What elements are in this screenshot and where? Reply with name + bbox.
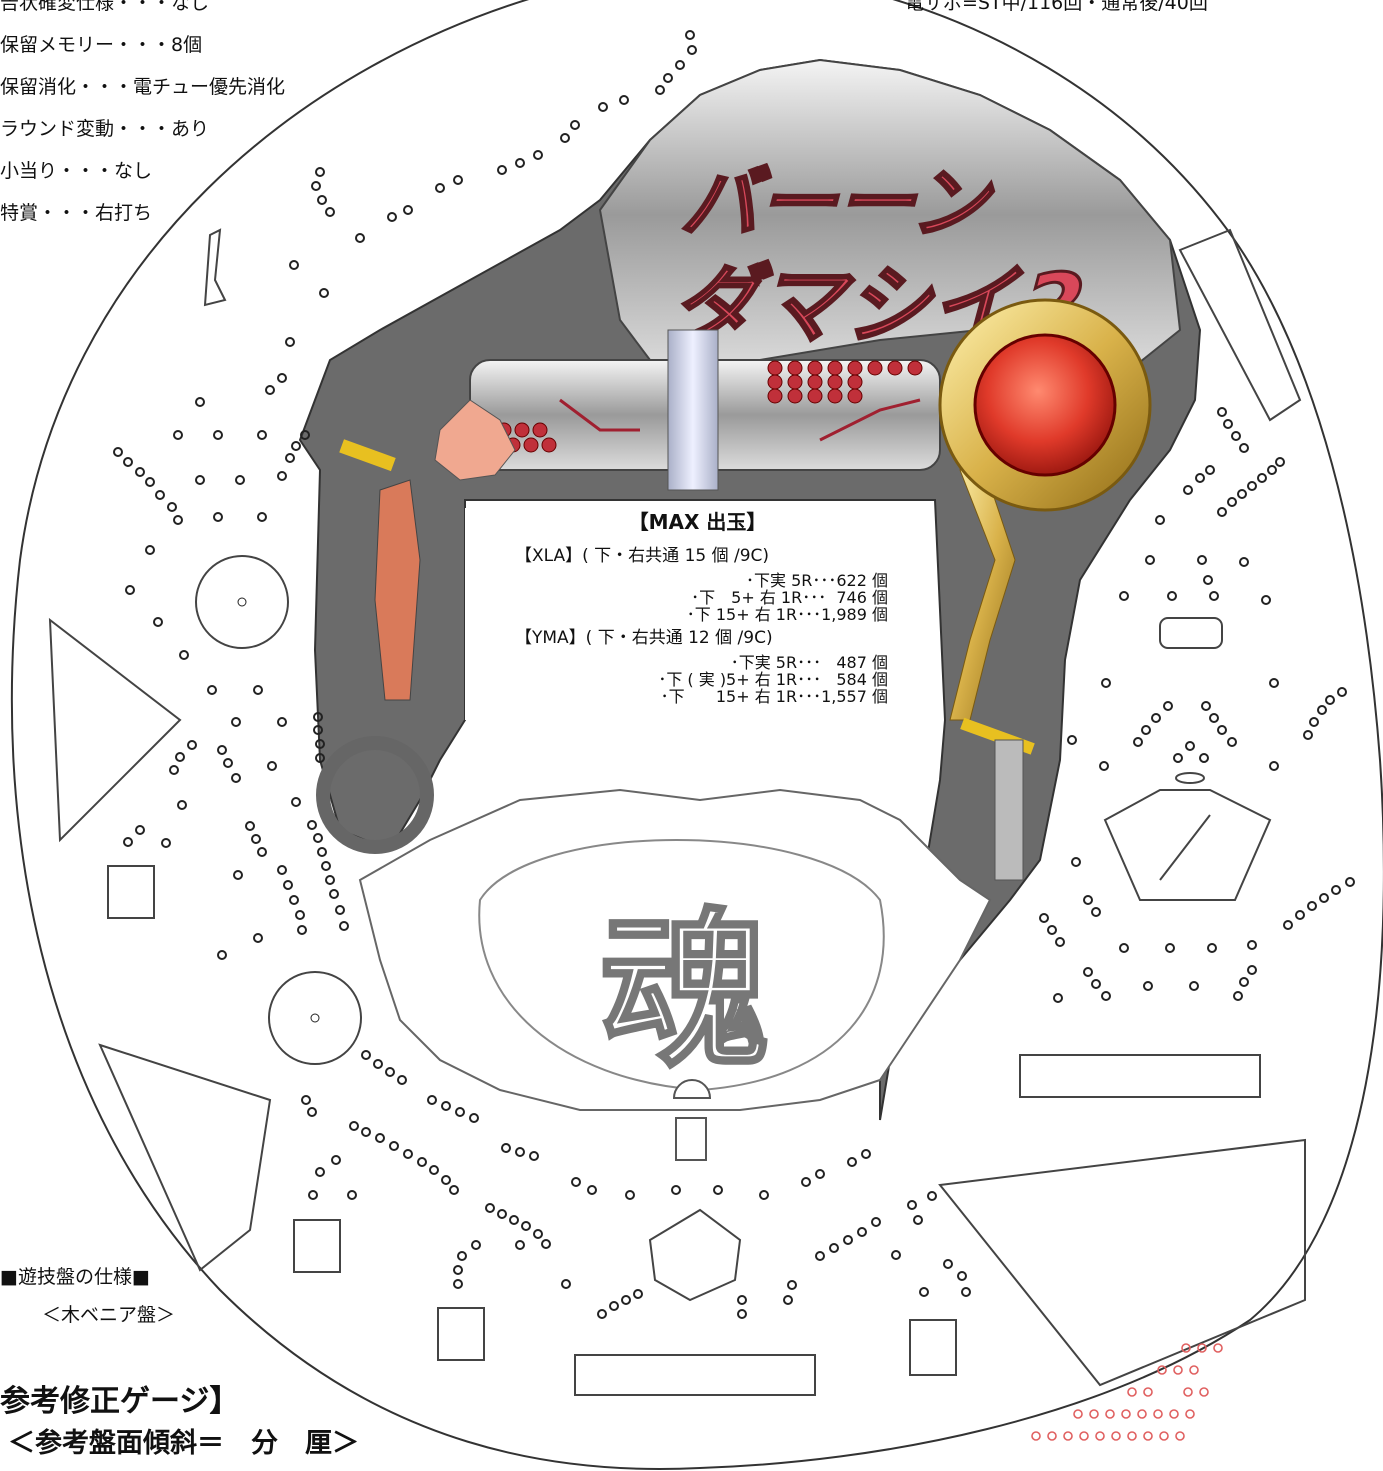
gauge-title: 参考修正ゲージ】 bbox=[0, 1384, 240, 1419]
board-outline bbox=[10, 0, 1383, 1471]
spec-line: 保留メモリー・・・8個 bbox=[0, 34, 203, 56]
start-dome bbox=[672, 1079, 712, 1099]
yma-row: ･下 ( 実 )5+ 右 1R･･･ 584 個 bbox=[658, 670, 888, 689]
right-upper-gate bbox=[1159, 617, 1223, 649]
top-left-hook bbox=[203, 228, 227, 307]
gauge-subtitle: ＜参考盤面傾斜＝ 分 厘＞ bbox=[8, 1428, 359, 1459]
windmill-lower-left bbox=[268, 971, 362, 1065]
yma-row: ･下実 5R･･･ 487 個 bbox=[730, 653, 888, 672]
max-payout-panel: 【MAX 出玉】 【XLA】( 下・右共通 15 個 /9C) ･下実 5R･･… bbox=[465, 508, 930, 720]
spec-line: 小当り・・・なし bbox=[0, 160, 153, 182]
right-pocket bbox=[909, 1319, 957, 1376]
right-attacker-slot bbox=[1019, 1054, 1261, 1098]
stage-inner bbox=[478, 839, 885, 1092]
xla-header: 【XLA】( 下・右共通 15 個 /9C) bbox=[515, 546, 770, 566]
spec-line: ラウンド変動・・・あり bbox=[0, 118, 210, 140]
red-pins bbox=[1031, 1343, 1223, 1441]
spec-line: 保留消化・・・電チュー優先消化 bbox=[0, 76, 286, 98]
left-ring bbox=[316, 736, 434, 854]
yma-row: ･下 15+ 右 1R･･･1,557 個 bbox=[660, 687, 888, 706]
spec-line: 特賞・・・右打ち bbox=[0, 202, 153, 224]
left-pocket-2 bbox=[293, 1219, 341, 1273]
xla-row: ･下 15+ 右 1R･･･1,989 個 bbox=[686, 605, 888, 624]
windmill-upper-left bbox=[195, 555, 289, 649]
right-v-attacker bbox=[1103, 789, 1272, 901]
right-pillar bbox=[994, 739, 1024, 881]
left-lower-guide bbox=[98, 1043, 272, 1272]
left-pocket-3 bbox=[437, 1307, 485, 1361]
board-spec-value: ＜木ベニア盤＞ bbox=[42, 1304, 176, 1326]
start-pocket bbox=[675, 1117, 707, 1161]
logo-line1: バーーン bbox=[675, 157, 1008, 248]
board-spec-title: ■遊技盤の仕様■ bbox=[0, 1266, 150, 1288]
center-kanji: 魂 bbox=[600, 893, 770, 1091]
xla-row: ･下 5+ 右 1R･･･ 746 個 bbox=[691, 588, 888, 607]
left-pocket-1 bbox=[107, 865, 155, 919]
right-lower-plate bbox=[938, 1138, 1306, 1387]
bottom-center-bumper bbox=[648, 1208, 742, 1302]
flame bbox=[434, 399, 516, 481]
yma-header: 【YMA】( 下・右共通 12 個 /9C) bbox=[515, 628, 773, 648]
support-note: 電サポ=ST中/116回・通常後/40回 bbox=[905, 0, 1208, 14]
xla-row: ･下実 5R･･･622 個 bbox=[745, 571, 888, 590]
right-small-bumper bbox=[1175, 772, 1205, 784]
center-pipe bbox=[667, 329, 719, 491]
right-top-rail bbox=[1178, 228, 1302, 422]
left-triangle-gate bbox=[48, 617, 182, 843]
spec-line: 告状確変仕様・・・なし bbox=[0, 0, 210, 14]
bottom-attacker-slot bbox=[574, 1354, 816, 1396]
max-payout-title: 【MAX 出玉】 bbox=[628, 510, 767, 534]
pins bbox=[113, 30, 1355, 1319]
left-orange-strip bbox=[374, 479, 421, 701]
red-lamp bbox=[973, 333, 1117, 477]
